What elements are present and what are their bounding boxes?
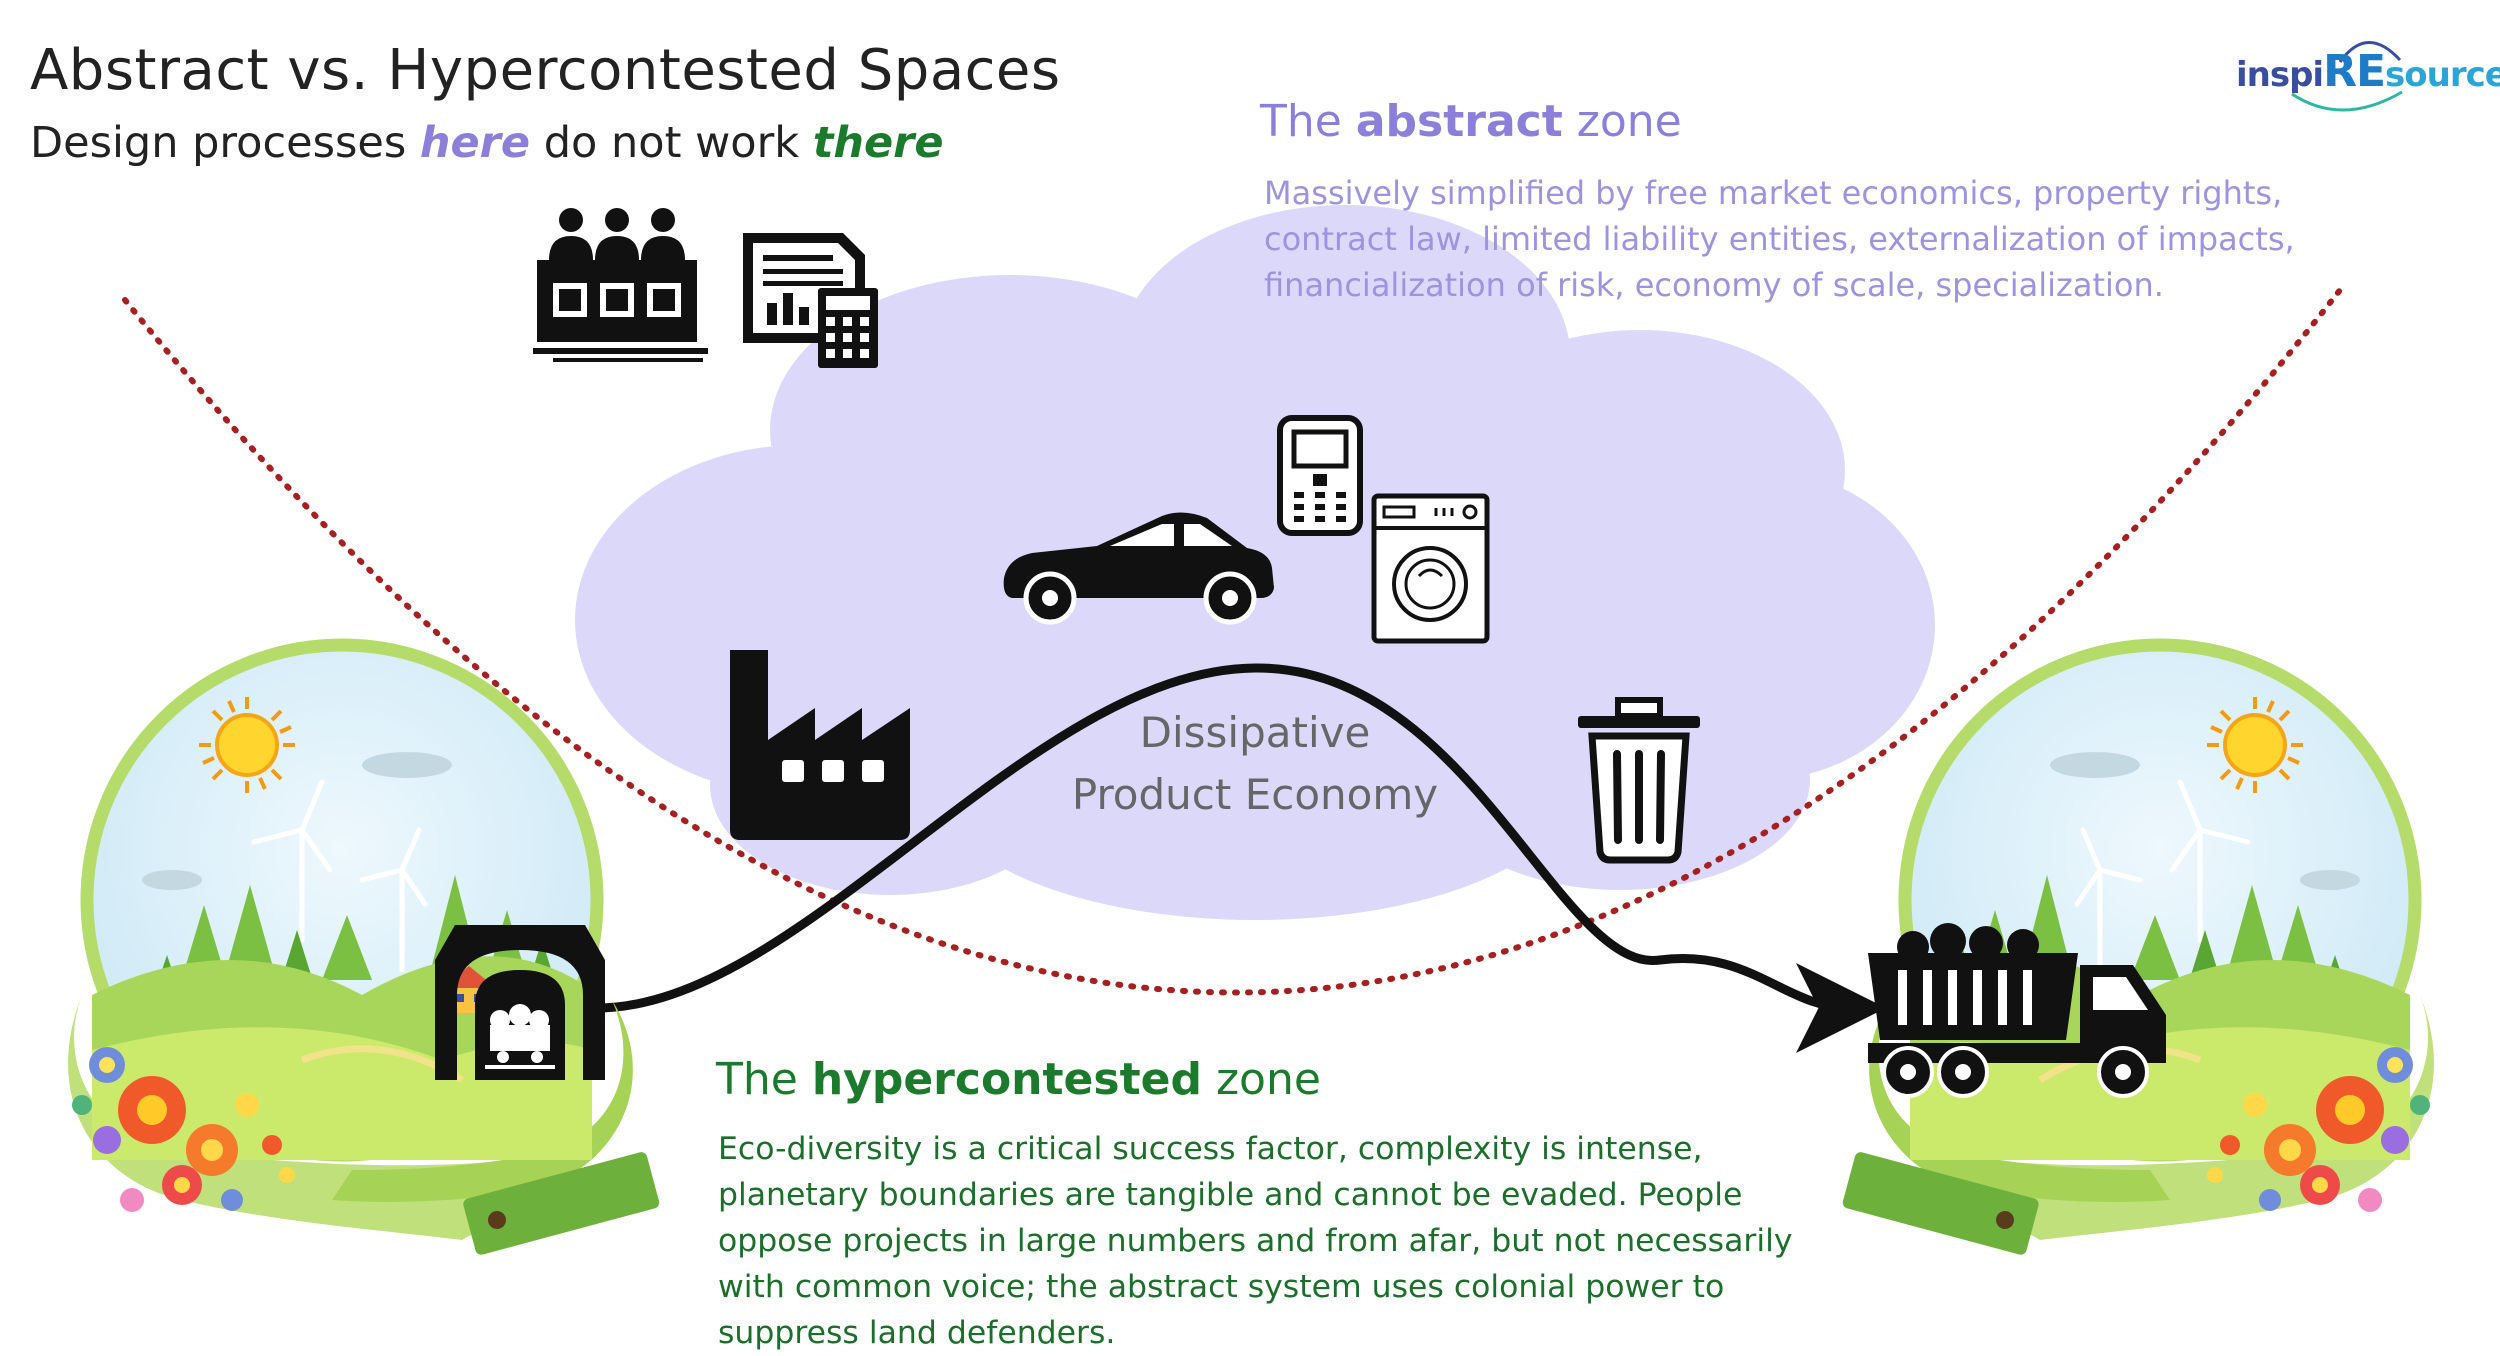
hypercontested-zone-description: Eco-diversity is a critical success fact… [718,1131,1793,1351]
car-icon [1003,512,1274,625]
mobile-phone-icon [1277,415,1363,536]
mine-tunnel-icon [435,925,605,1080]
washing-machine-icon [1371,493,1490,644]
financial-report-icon [743,233,878,368]
abstract-zone-heading: The abstract zone [1260,96,1682,147]
boundary-curve [122,287,2343,996]
abstract-zone-description: Massively simplified by free market econ… [1264,174,2295,304]
logo-swoosh-icon [2291,41,2403,112]
trash-bin-icon [1578,697,1700,864]
dissipative-economy-label: Dissipative Product Economy [1071,708,1439,819]
page-subtitle: Design processes here do not work there [30,118,944,168]
page-title: Abstract vs. Hypercontested Spaces [30,38,1061,103]
earth-in-hands-right [1841,645,2434,1257]
factory-icon [730,650,910,840]
logo-wordmark: inspiREsources™ [2236,46,2500,97]
committee-icon [533,208,708,362]
flow-arrow [590,663,1886,1053]
hypercontested-zone-heading: The hypercontested zone [716,1054,1321,1105]
brand-logo: inspiREsources™ [2232,32,2500,112]
dump-truck-icon [1868,923,2166,1098]
